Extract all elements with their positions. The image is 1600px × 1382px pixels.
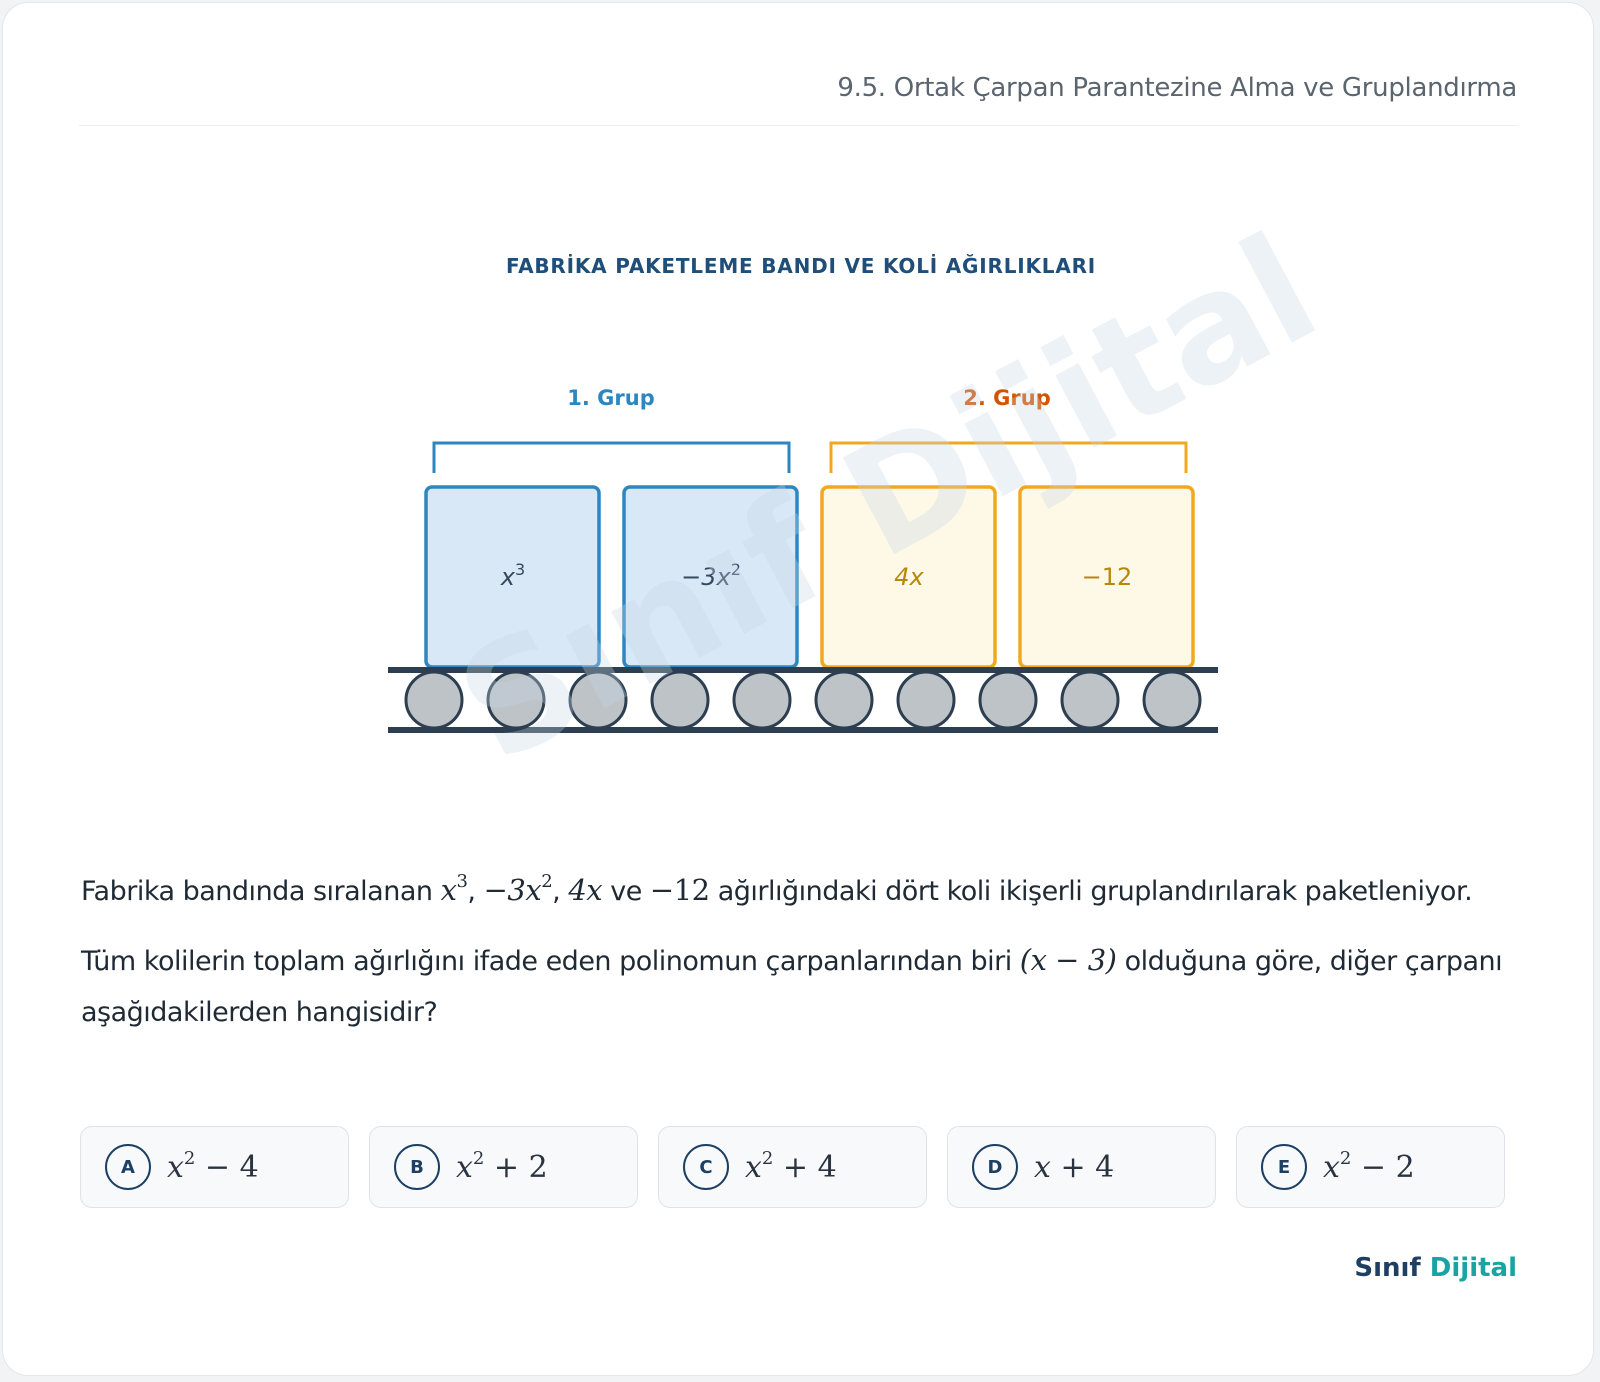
roller [568,670,628,730]
box-label-4: −12 [1082,563,1133,591]
group1-bracket [432,441,791,473]
group1-label: 1. Grup [567,386,654,410]
header-divider [79,125,1517,126]
option-c-text: x2 + 4 [745,1147,837,1185]
option-a[interactable]: A x2 − 4 [80,1126,349,1208]
section-title: 9.5. Ortak Çarpan Parantezine Alma ve Gr… [837,73,1517,103]
roller [404,670,464,730]
option-d[interactable]: D x + 4 [947,1126,1216,1208]
option-a-badge: A [105,1144,151,1190]
question-paragraph-2: Tüm kolilerin toplam ağırlığını ifade ed… [81,943,1503,1028]
box-label-3: 4x [894,563,924,591]
question-paragraph-1: Fabrika bandında sıralanan x3, −3x2, 4x … [81,871,1473,908]
rollers [404,670,1202,730]
option-c[interactable]: C x2 + 4 [658,1126,927,1208]
option-e-badge: E [1261,1144,1307,1190]
roller [1060,670,1120,730]
conveyor-figure: FABRİKA PAKETLEME BANDI VE KOLİ AĞIRLIKL… [3,3,1593,833]
question-text: Fabrika bandında sıralanan x3, −3x2, 4x … [81,865,1521,1056]
box-label-1: x3 [500,560,525,591]
answer-options: A x2 − 4 B x2 + 2 C x2 + 4 D x + 4 E x2 … [80,1126,1524,1208]
roller [896,670,956,730]
option-d-badge: D [972,1144,1018,1190]
roller [650,670,710,730]
option-e-text: x2 − 2 [1323,1147,1415,1185]
roller [814,670,874,730]
option-b-badge: B [394,1144,440,1190]
option-b[interactable]: B x2 + 2 [369,1126,638,1208]
brand-logo: Sınıf Dijital [1354,1253,1517,1283]
option-c-badge: C [683,1144,729,1190]
roller [486,670,546,730]
roller [732,670,792,730]
box-label-2: −3x2 [681,560,741,591]
option-b-text: x2 + 2 [456,1147,548,1185]
roller [978,670,1038,730]
figure-title: FABRİKA PAKETLEME BANDI VE KOLİ AĞIRLIKL… [506,254,1096,278]
roller [1142,670,1202,730]
group2-bracket [829,441,1188,473]
conveyor-diagram: FABRİKA PAKETLEME BANDI VE KOLİ AĞIRLIKL… [388,254,1218,733]
option-d-text: x + 4 [1034,1149,1115,1185]
option-a-text: x2 − 4 [167,1147,259,1185]
option-e[interactable]: E x2 − 2 [1236,1126,1505,1208]
group2-label: 2. Grup [963,386,1050,410]
